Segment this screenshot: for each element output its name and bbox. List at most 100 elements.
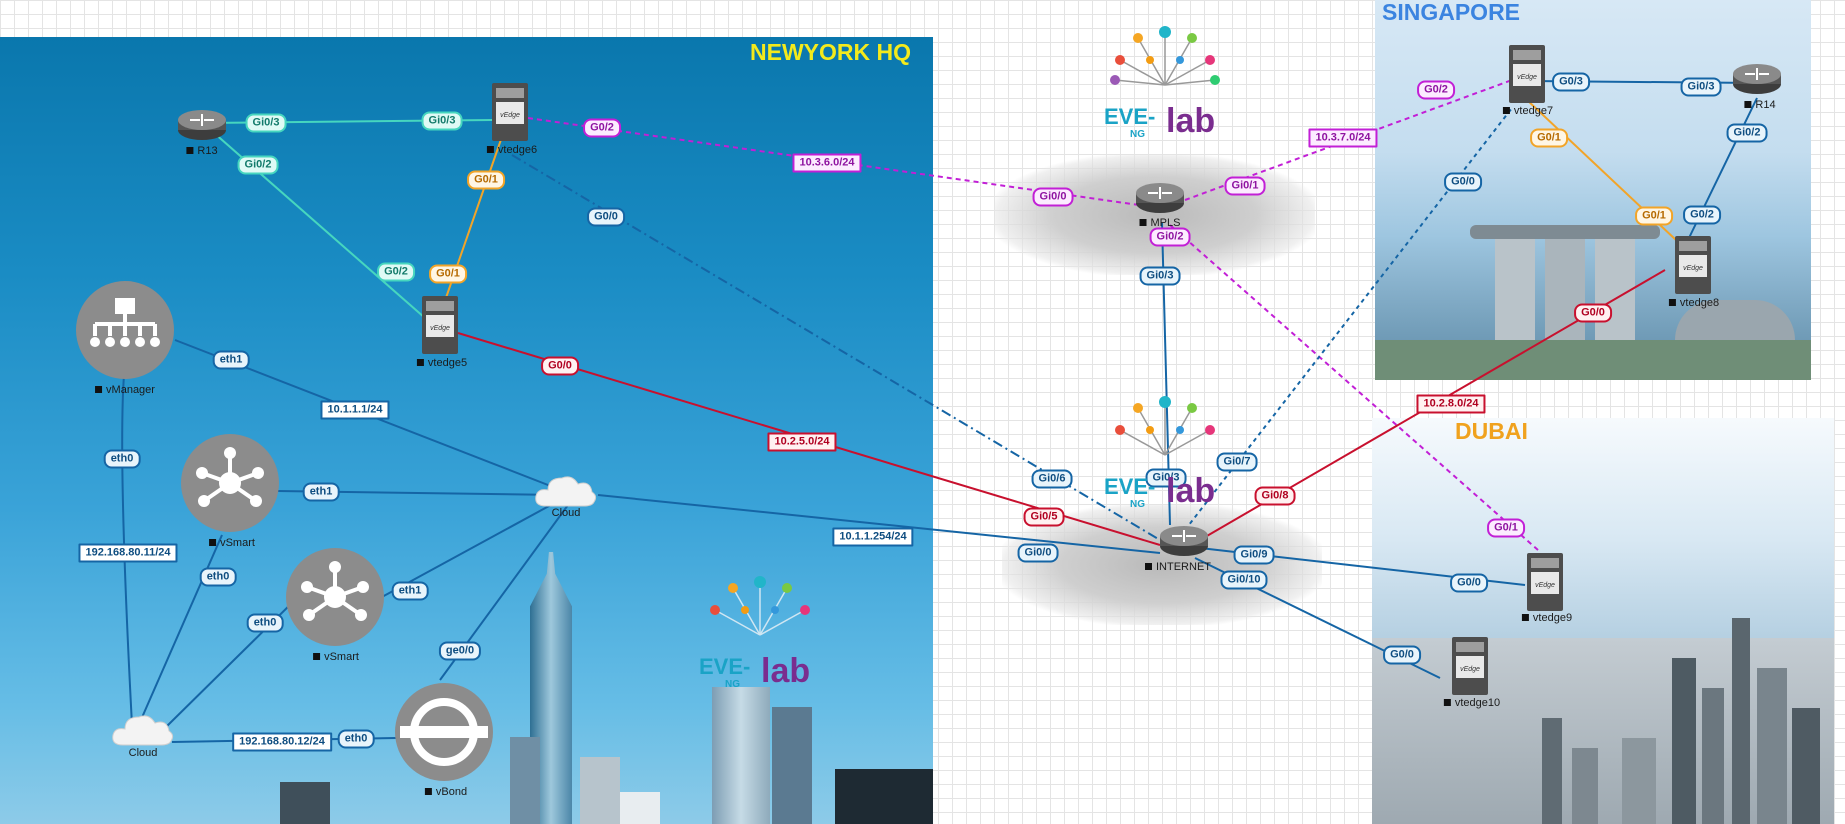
skyline-building (1542, 718, 1562, 824)
interface-label: Gi0/3 (1139, 266, 1181, 286)
link-cloud-internet[interactable] (597, 494, 1161, 554)
logo-text: lab (761, 652, 810, 690)
interface-label: G0/1 (1635, 206, 1673, 226)
interface-label: eth0 (103, 449, 141, 469)
link-vtedge6-vtedge5[interactable] (439, 127, 506, 316)
device-brand-text: vEdge (1683, 265, 1703, 272)
interface-label: Gi0/2 (1726, 123, 1768, 143)
vedge-server-icon[interactable]: vEdge (1451, 636, 1489, 696)
node-label: vtedge5 (417, 357, 467, 369)
interface-label: G0/1 (1487, 518, 1525, 538)
interface-label: eth0 (337, 729, 375, 749)
node-label: vManager (95, 384, 155, 396)
device-brand-text: vEdge (1535, 582, 1555, 589)
link-vmanager-cloudmgmt[interactable] (121, 374, 133, 726)
vbond-icon[interactable] (394, 682, 494, 782)
interface-label: Gi0/7 (1216, 452, 1258, 472)
link-mpls-vtedge9[interactable] (1169, 224, 1539, 551)
logo-text: NG (725, 679, 740, 690)
mpls-cloud (995, 155, 1315, 275)
skyline-building (835, 769, 933, 824)
vedge-server-icon[interactable]: vEdge (1508, 44, 1546, 104)
skyline-building (1672, 658, 1696, 824)
interface-label: G0/2 (1683, 205, 1721, 225)
node-label: vSmart (313, 651, 359, 663)
node-label: Cloud (551, 507, 581, 519)
device-brand-text: vEdge (1517, 74, 1537, 81)
interface-label: G0/0 (1383, 645, 1421, 665)
subnet-label: 192.168.80.11/24 (78, 543, 178, 563)
interface-label: Gi0/3 (245, 113, 287, 133)
device-brand-text: vEdge (1460, 666, 1480, 673)
vedge-server-icon[interactable]: vEdge (1526, 552, 1564, 612)
node-label: vtedge9 (1522, 612, 1572, 624)
node-label: vtedge10 (1444, 697, 1500, 709)
logo-text: EVE- (1104, 474, 1155, 499)
subnet-label: 10.3.7.0/24 (1308, 128, 1378, 148)
router-r14-icon[interactable] (1731, 60, 1783, 96)
link-vsmart1-cloudmgmt[interactable] (139, 534, 223, 723)
interface-label: G0/0 (1444, 172, 1482, 192)
interface-label: G0/0 (541, 356, 579, 376)
dubai-region: DUBAI (1372, 418, 1834, 824)
node-label: vSmart (209, 537, 255, 549)
node-label: R13 (186, 145, 217, 157)
subnet-label: 10.2.5.0/24 (767, 432, 837, 452)
interface-label: Gi0/9 (1233, 545, 1275, 565)
region-title: NEWYORK HQ (750, 39, 911, 65)
interface-label: eth0 (199, 567, 237, 587)
skyline-building (1622, 738, 1656, 824)
router-r13-icon[interactable] (176, 106, 228, 142)
interface-label: G0/2 (583, 118, 621, 138)
router-mpls-icon[interactable] (1134, 179, 1186, 215)
cloud-icon[interactable] (534, 470, 598, 510)
skyline-building (620, 792, 660, 824)
skyline-building (1495, 235, 1535, 355)
interface-label: Gi0/0 (1032, 187, 1074, 207)
router-internet-icon[interactable] (1158, 522, 1210, 558)
vedge-server-icon[interactable]: vEdge (1674, 235, 1712, 295)
node-label: vtedge8 (1669, 297, 1719, 309)
interface-label: eth1 (302, 482, 340, 502)
subnet-label: 10.2.8.0/24 (1416, 394, 1486, 414)
node-label: Cloud (128, 747, 158, 759)
interface-label: Gi0/0 (1017, 543, 1059, 563)
interface-label: eth1 (391, 581, 429, 601)
vsmart-icon[interactable] (285, 547, 385, 647)
link-r13-vtedge5[interactable] (204, 124, 434, 326)
region-title: DUBAI (1455, 418, 1528, 444)
eve-ng-logo: EVE- lab NG (1104, 396, 1215, 510)
interface-label: Gi0/6 (1031, 469, 1073, 489)
interface-label: eth1 (212, 350, 250, 370)
subnet-label: 10.1.1.1/24 (320, 400, 390, 420)
logo-text: EVE- (1104, 104, 1155, 129)
node-label: R14 (1744, 99, 1775, 111)
skyline-building (712, 687, 770, 824)
vmanager-icon[interactable] (75, 280, 175, 380)
skyline-building (772, 707, 812, 824)
logo-text: lab (1166, 102, 1215, 140)
subnet-label: 10.3.6.0/24 (792, 153, 862, 173)
skyline-building (1702, 688, 1724, 824)
skyline-building (1595, 235, 1635, 355)
node-label: vBond (425, 786, 467, 798)
interface-label: G0/1 (467, 170, 505, 190)
vedge-server-icon[interactable]: vEdge (491, 82, 529, 142)
node-label: MPLS (1140, 217, 1181, 229)
cloud-icon[interactable] (111, 709, 175, 749)
skyline-building (1572, 748, 1598, 824)
vedge-server-icon[interactable]: vEdge (421, 295, 459, 355)
skyline-building (580, 757, 620, 824)
interface-label: G0/2 (377, 262, 415, 282)
node-label: vtedge6 (487, 144, 537, 156)
device-brand-text: vEdge (430, 325, 450, 332)
vsmart-icon[interactable] (180, 433, 280, 533)
interface-label: Gi0/5 (1023, 507, 1065, 527)
skyline-building (1470, 225, 1660, 239)
eve-ng-logo: EVE- lab NG (699, 576, 810, 690)
skyline-building (280, 782, 330, 824)
skyline-building (1375, 340, 1811, 380)
logo-text: EVE- (699, 654, 750, 679)
region-title: SINGAPORE (1382, 0, 1521, 25)
skyline-building (1757, 668, 1787, 824)
